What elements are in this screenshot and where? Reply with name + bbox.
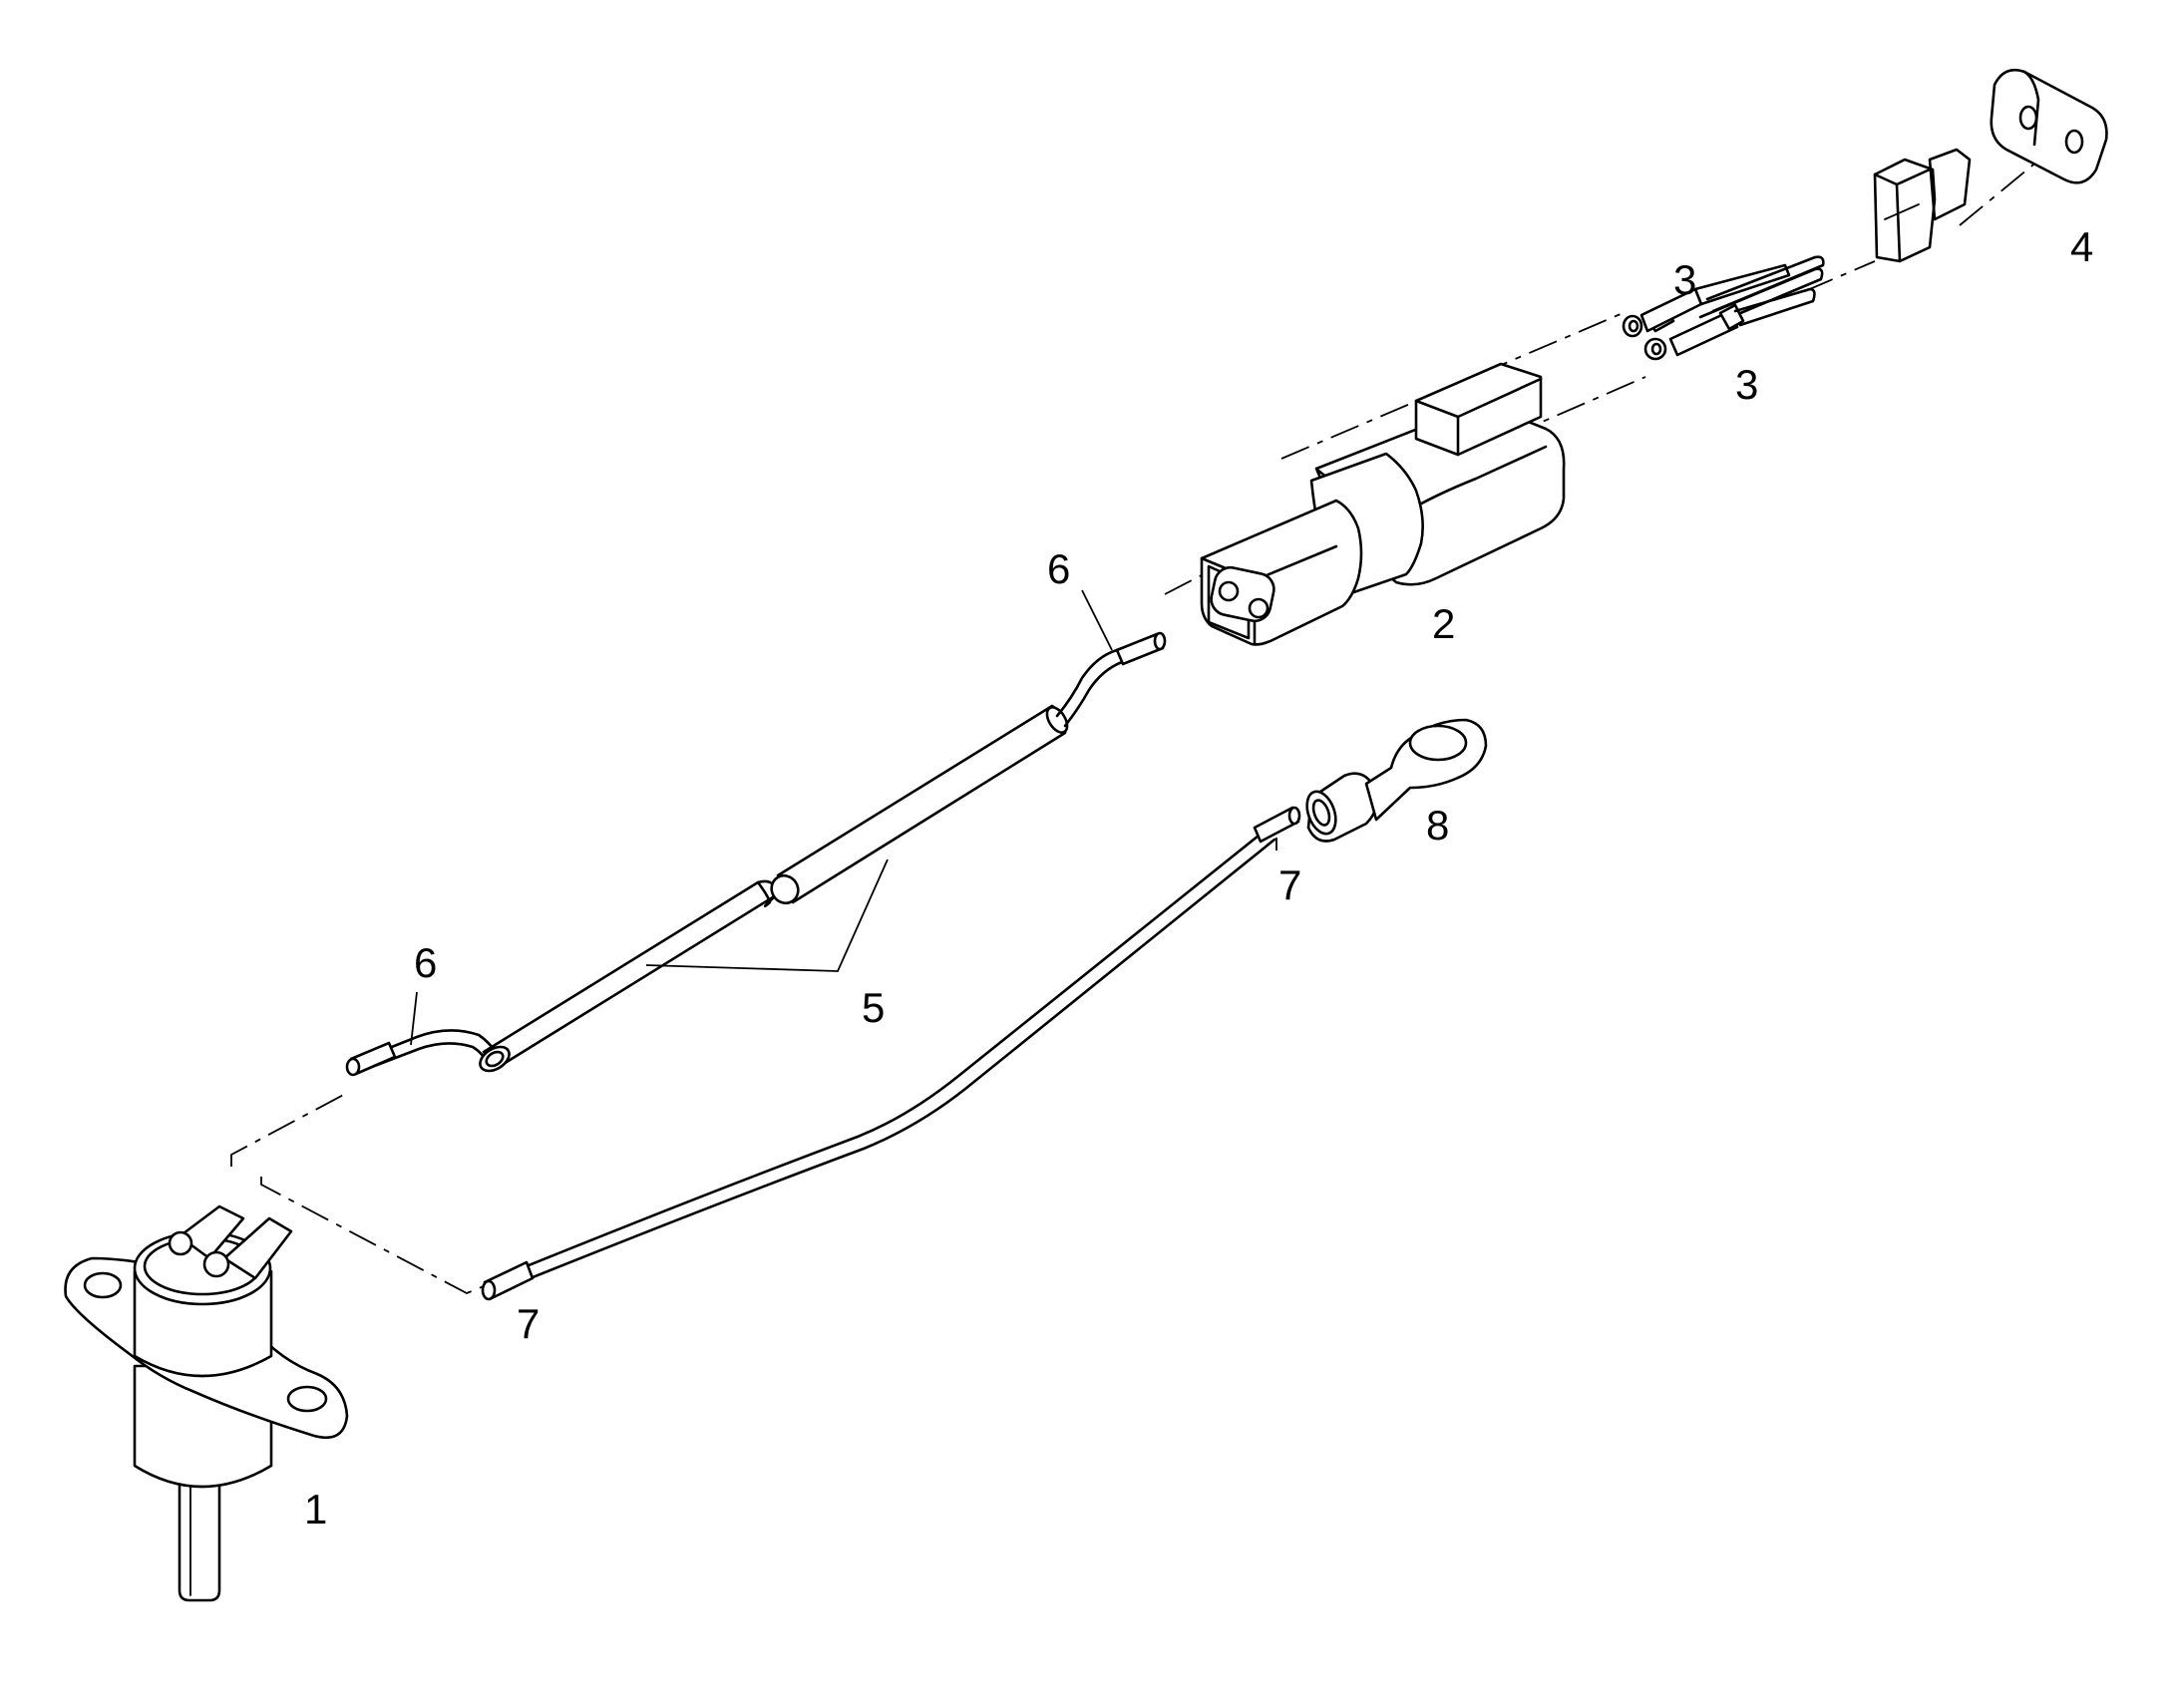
callout-7-upper: 7 — [1278, 861, 1301, 908]
callout-6-lower: 6 — [414, 939, 437, 986]
ring-terminal — [1305, 718, 1488, 843]
insulating-sleeve — [479, 704, 1069, 1073]
callout-5: 5 — [862, 984, 885, 1031]
callouts: 1 2 3 3 4 5 6 6 7 7 8 — [304, 223, 2093, 1533]
callout-3-upper: 3 — [1673, 256, 1696, 303]
callout-1: 1 — [304, 1486, 327, 1533]
callout-2: 2 — [1432, 600, 1455, 647]
connector-housing — [1200, 362, 1566, 646]
callout-8: 8 — [1426, 802, 1449, 849]
assembly-lines — [230, 155, 2045, 1294]
callout-7-lower: 7 — [517, 1300, 540, 1347]
wedge-lock — [1873, 148, 1972, 263]
callout-6-upper: 6 — [1047, 545, 1070, 592]
ground-wire — [481, 806, 1301, 1301]
lead-wire-lower — [345, 1029, 501, 1077]
solenoid — [64, 1204, 349, 1602]
callout-4: 4 — [2070, 223, 2093, 270]
pin-terminals — [1622, 255, 1825, 361]
callout-3-lower: 3 — [1735, 361, 1758, 408]
leader-lines — [410, 589, 1277, 1046]
seal-plate — [1990, 68, 2108, 184]
lead-wire-upper — [1055, 631, 1167, 728]
